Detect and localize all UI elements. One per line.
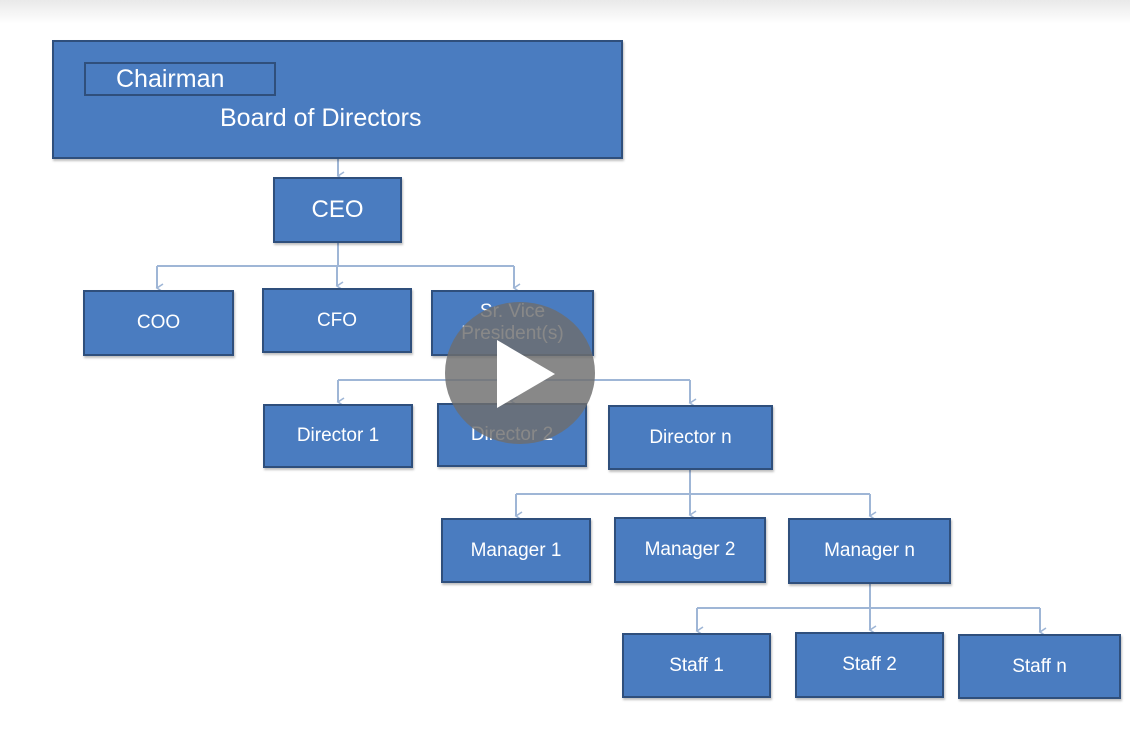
staff-1-box: Staff 1 — [622, 633, 771, 698]
play-button[interactable] — [445, 302, 595, 444]
board-of-directors-box — [52, 40, 623, 159]
cfo-box: CFO — [262, 288, 412, 353]
manager-n-box: Manager n — [788, 518, 951, 584]
play-icon — [497, 340, 555, 408]
staff-n-box: Staff n — [958, 634, 1121, 699]
ceo-box: CEO — [273, 177, 402, 243]
manager-1-box: Manager 1 — [441, 518, 591, 583]
board-of-directors-label: Board of Directors — [220, 104, 422, 132]
director-1-box: Director 1 — [263, 404, 413, 468]
video-top-bar — [0, 0, 1130, 24]
director-n-box: Director n — [608, 405, 773, 470]
chairman-box: Chairman — [84, 62, 276, 96]
manager-2-box: Manager 2 — [614, 517, 766, 583]
staff-2-box: Staff 2 — [795, 632, 944, 698]
coo-box: COO — [83, 290, 234, 356]
